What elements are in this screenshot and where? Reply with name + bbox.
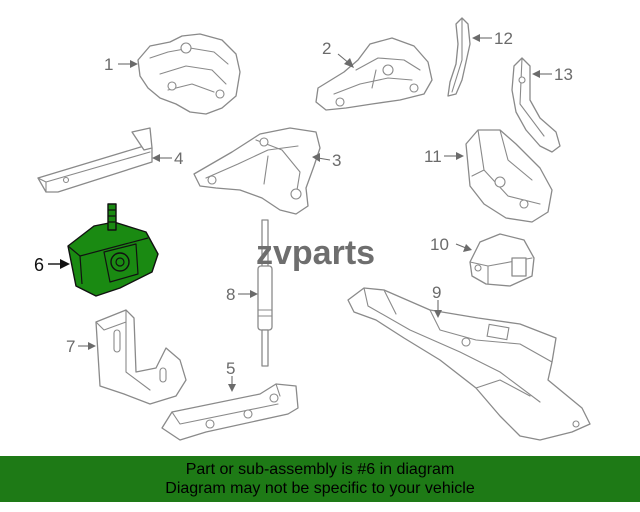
part-11-bracket <box>465 129 553 223</box>
part-13-bracket <box>511 57 561 153</box>
part-12-bracket <box>447 17 471 97</box>
callout-6: 6 <box>34 255 44 275</box>
callout-5: 5 <box>226 359 235 378</box>
part-2-bracket <box>315 37 433 111</box>
info-banner: Part or sub-assembly is #6 in diagram Di… <box>0 456 640 502</box>
callout-4: 4 <box>174 149 183 168</box>
callout-8: 8 <box>226 285 235 304</box>
part-9-crossmember <box>347 287 591 441</box>
callout-1: 1 <box>104 55 113 74</box>
callout-labels: 1 2 3 4 5 6 7 8 9 10 11 12 13 <box>34 29 573 378</box>
banner-line-1: Part or sub-assembly is #6 in diagram <box>185 461 455 478</box>
callout-13: 13 <box>554 65 573 84</box>
callout-leaders <box>48 34 552 392</box>
part-7-bracket <box>95 309 187 405</box>
part-1-bracket <box>137 33 241 115</box>
callout-7: 7 <box>66 337 75 356</box>
callout-2: 2 <box>322 39 331 58</box>
callout-3: 3 <box>332 151 341 170</box>
part-4-plate <box>37 127 153 193</box>
banner-line-2: Diagram may not be specific to your vehi… <box>165 480 475 497</box>
callout-9: 9 <box>432 283 441 302</box>
part-6-mount-highlighted <box>67 203 159 297</box>
part-3-bracket <box>193 127 321 215</box>
part-8-rod <box>257 219 273 367</box>
callout-10: 10 <box>430 235 449 254</box>
diagram-canvas: 1 2 3 4 5 6 7 8 9 10 11 12 13 zvparts <box>34 17 591 441</box>
watermark: zvparts <box>256 234 375 272</box>
callout-12: 12 <box>494 29 513 48</box>
part-5-plate <box>161 383 299 441</box>
callout-11: 11 <box>424 147 442 166</box>
part-10-mount <box>469 233 535 287</box>
